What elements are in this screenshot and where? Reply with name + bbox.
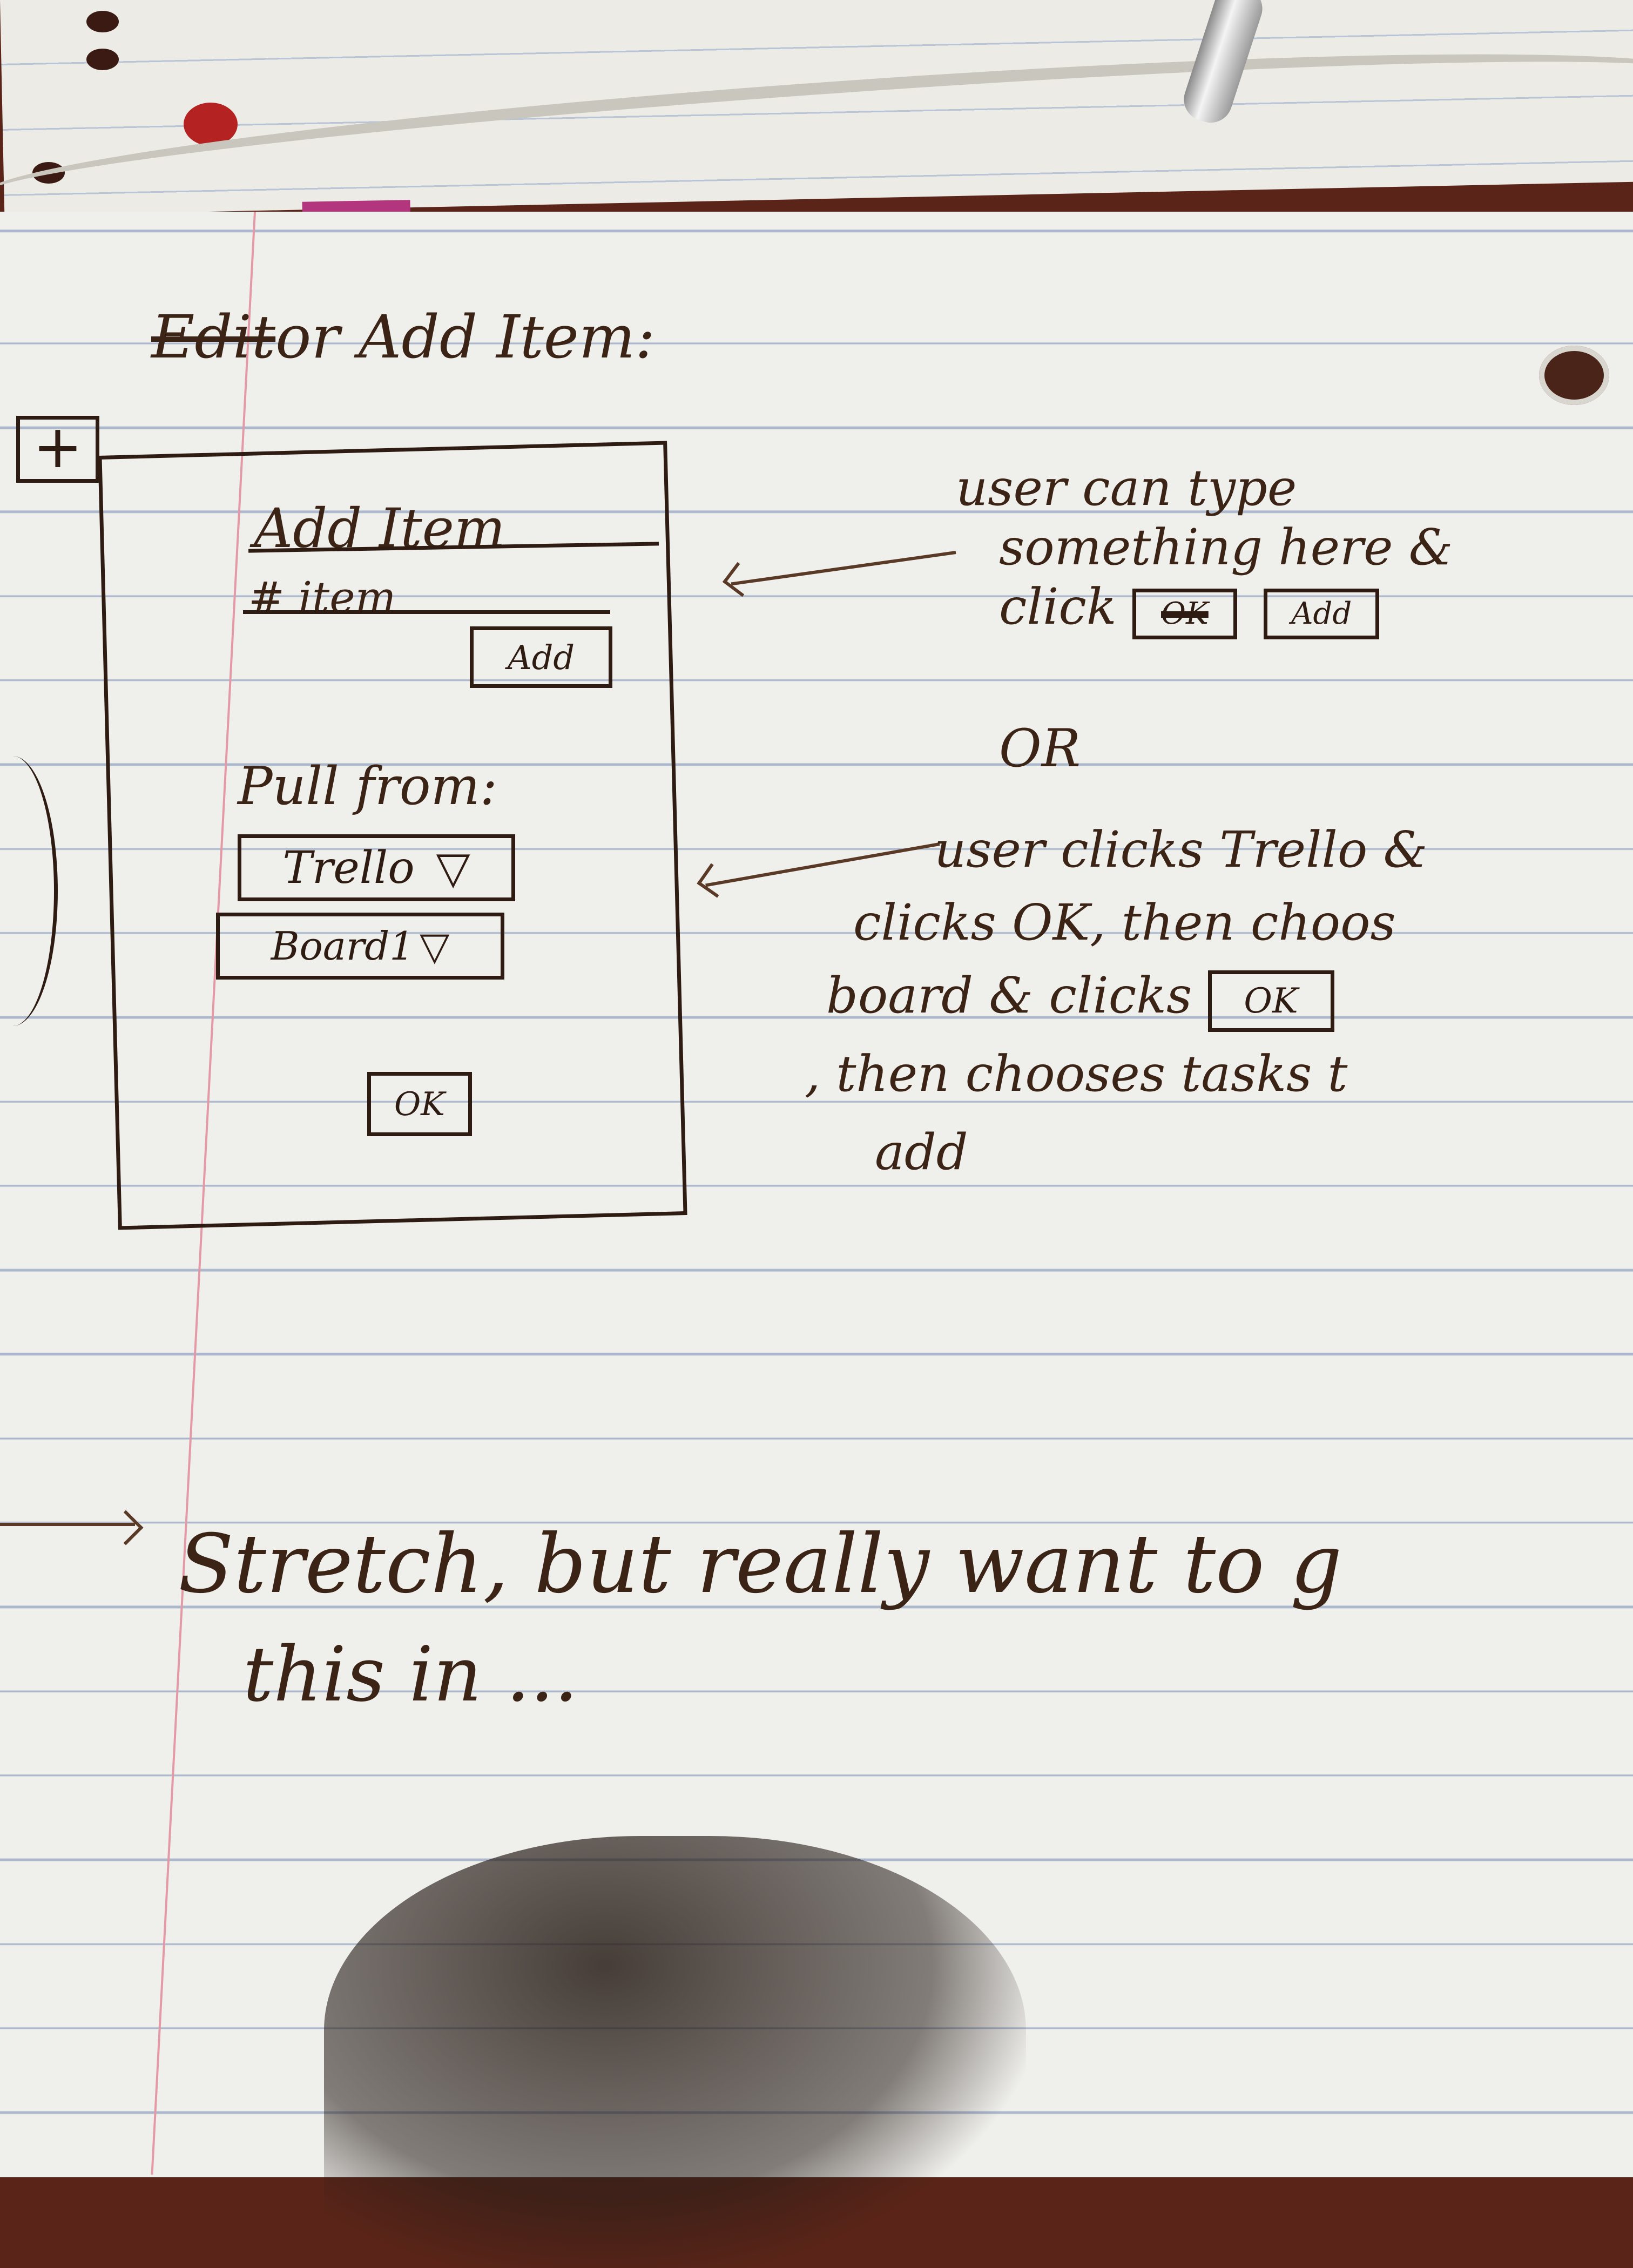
title-joiner: or bbox=[275, 302, 340, 372]
spiral-hole bbox=[184, 103, 238, 146]
title-struck-word: Edit bbox=[151, 302, 276, 372]
spiral-hole bbox=[32, 162, 65, 184]
note2-ok-button: OK bbox=[1207, 970, 1334, 1032]
note2-line4: , then chooses tasks t bbox=[805, 1045, 1348, 1103]
footer-line1: Stretch, but really want to g bbox=[178, 1517, 1342, 1611]
brace-mark bbox=[0, 756, 58, 1026]
note1-line1: user can type bbox=[956, 459, 1297, 517]
board-select-value: Board1 bbox=[271, 923, 415, 969]
ok-button[interactable]: OK bbox=[367, 1072, 472, 1136]
note1-click: click bbox=[999, 578, 1117, 636]
notebook-page bbox=[0, 212, 1633, 2177]
source-select-value: Trello bbox=[282, 842, 415, 894]
footer-line2: this in ... bbox=[243, 1631, 578, 1719]
note1-add-button: Add bbox=[1264, 588, 1380, 639]
spiral-hole bbox=[86, 11, 119, 32]
item-input-underline bbox=[243, 610, 610, 614]
or-label: OR bbox=[999, 718, 1081, 779]
chevron-down-icon: ▽ bbox=[436, 842, 470, 894]
note1-crossed-button: OK bbox=[1132, 588, 1237, 639]
note2-line5: add bbox=[875, 1123, 968, 1181]
spiral-hole bbox=[86, 49, 119, 70]
note2-line2: clicks OK, then choos bbox=[853, 894, 1396, 951]
board-select[interactable]: Board1 ▽ bbox=[216, 913, 504, 980]
note1-line3: click OK Add bbox=[999, 578, 1380, 639]
page-title: Editor Add Item: bbox=[151, 302, 655, 372]
footer-arrow bbox=[0, 1523, 135, 1526]
note2-board-text: board & clicks bbox=[826, 967, 1192, 1024]
chevron-down-icon: ▽ bbox=[420, 923, 450, 969]
note2-line3: board & clicks OK bbox=[826, 967, 1334, 1032]
note1-line2: something here & bbox=[999, 518, 1453, 576]
plus-icon[interactable]: + bbox=[16, 416, 99, 483]
hand-shadow bbox=[324, 1836, 1026, 2268]
note2-line1: user clicks Trello & bbox=[934, 821, 1428, 879]
add-button[interactable]: Add bbox=[470, 626, 612, 688]
pull-from-label: Pull from: bbox=[238, 756, 497, 816]
item-input[interactable]: # item bbox=[248, 572, 396, 623]
title-text: Add Item: bbox=[358, 302, 656, 372]
punch-hole bbox=[1539, 346, 1609, 405]
source-select[interactable]: Trello ▽ bbox=[238, 834, 515, 901]
